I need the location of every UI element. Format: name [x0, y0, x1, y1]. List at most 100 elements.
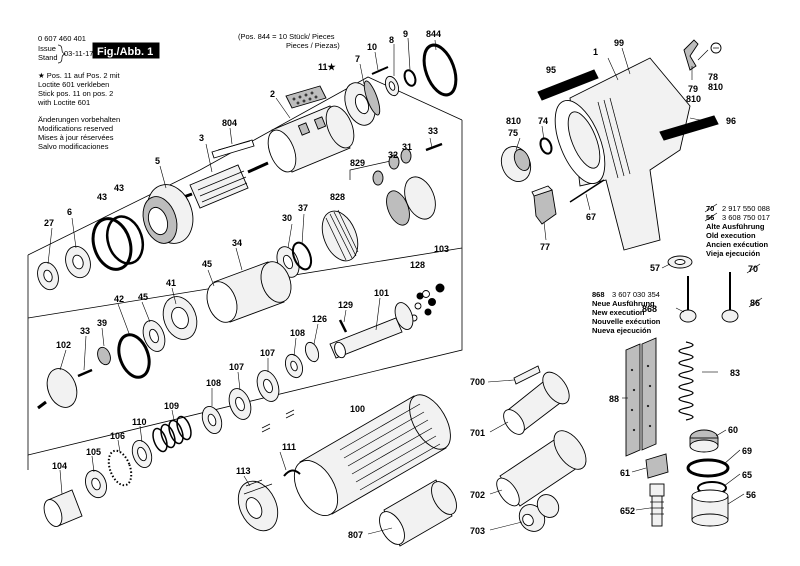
callout-95: 95	[546, 65, 556, 75]
callout-57: 57	[650, 263, 660, 273]
part-8-bearing	[384, 75, 400, 97]
callout-126: 126	[312, 314, 327, 324]
callout-868: 868	[642, 304, 657, 314]
top-band-parts	[37, 43, 458, 547]
callout-107-b: 107	[260, 348, 275, 358]
callout-810-c: 810	[686, 94, 701, 104]
part-27-washer	[37, 261, 59, 291]
callout-701: 701	[470, 428, 485, 438]
strike-70-header	[704, 203, 718, 213]
part-78-screw	[710, 42, 722, 54]
callout-652: 652	[620, 506, 635, 516]
callout-2: 2	[270, 89, 275, 99]
part-42-ring	[117, 333, 151, 379]
part-60-filter	[689, 429, 719, 453]
old-code2-val: 3 608 750 017	[722, 213, 770, 222]
part-107-clutch-a	[256, 370, 280, 402]
callout-106: 106	[110, 431, 125, 441]
callout-129: 129	[338, 300, 353, 310]
part-77-trigger	[531, 185, 557, 225]
part-57-ring	[667, 255, 693, 269]
part-number: 0 607 460 401	[38, 34, 86, 43]
part-43-ring-a	[91, 217, 133, 271]
callout-45-b: 45	[138, 292, 148, 302]
callout-60: 60	[728, 425, 738, 435]
part-34-sleeve	[206, 261, 292, 323]
part-702-chuck	[496, 430, 587, 507]
pieces-note: (Pos. 844 = 10 Stück/ Pieces Pieces / Pi…	[238, 32, 340, 50]
strike-86	[748, 297, 763, 308]
callout-74: 74	[538, 116, 548, 126]
part-700-bit	[513, 365, 541, 385]
callout-703: 703	[470, 526, 485, 536]
part-701-chuck	[503, 371, 570, 435]
callout-30: 30	[282, 213, 292, 223]
part-45-washer	[142, 320, 166, 352]
new-exec-l4: Nueva ejecución	[592, 326, 652, 335]
part-11-filter	[285, 85, 327, 109]
part-37-ring	[291, 241, 313, 271]
part-807-nozzle	[379, 479, 457, 547]
callout-829: 829	[350, 158, 365, 168]
callout-43-a: 43	[97, 192, 107, 202]
old-code1-val: 2 917 550 088	[722, 204, 770, 213]
callout-108-a: 108	[206, 378, 221, 388]
modifications-line3: Mises à jour réservées	[38, 133, 114, 142]
callout-37: 37	[298, 203, 308, 213]
callout-3: 3	[199, 133, 204, 143]
callout-5: 5	[155, 156, 160, 166]
callout-10: 10	[367, 42, 377, 52]
part-69-ring	[686, 458, 730, 478]
callout-105: 105	[86, 447, 101, 457]
callout-41: 41	[166, 278, 176, 288]
part-102-spindle	[37, 368, 78, 410]
loctite-note-line3: Stick pos. 11 on pos. 2	[38, 89, 113, 98]
part-79-lever	[683, 39, 699, 71]
brace-mark	[57, 44, 67, 64]
part-39-gear	[97, 346, 111, 366]
part-113-nut	[237, 479, 279, 532]
callout-1: 1	[593, 47, 598, 57]
loctite-note-line1: ★ Pos. 11 auf Pos. 2 mit	[38, 71, 121, 80]
issue-date: 03-11-17	[64, 49, 93, 58]
part-3-rotor	[177, 161, 269, 209]
part-6-bearing	[65, 245, 91, 279]
part-844-oring	[422, 43, 458, 97]
part-5-gear-housing	[142, 184, 194, 244]
part-70-valve-old	[721, 272, 739, 323]
part-100-housing	[293, 394, 451, 516]
callout-99: 99	[614, 38, 624, 48]
callout-700: 700	[470, 377, 485, 387]
part-126-sleeve	[304, 341, 320, 363]
part-75-valve	[500, 146, 532, 182]
part-56-inlet	[691, 489, 729, 527]
part-703-nut	[518, 494, 560, 532]
new-code-val: 3 607 030 354	[612, 290, 660, 299]
old-exec-l1: Alte Ausführung	[706, 222, 765, 231]
part-107-springs	[261, 409, 295, 433]
callout-83: 83	[730, 368, 740, 378]
modifications-line4: Salvo modificaciones	[38, 142, 109, 151]
callout-32: 32	[388, 150, 398, 160]
callout-104: 104	[52, 461, 67, 471]
callout-31: 31	[402, 142, 412, 152]
callout-67: 67	[586, 212, 596, 222]
part-9-ring	[403, 69, 417, 87]
callout-79: 79	[688, 84, 698, 94]
part-96-label	[659, 115, 719, 141]
callout-7: 7	[355, 54, 360, 64]
callout-810-b: 810	[708, 82, 723, 92]
part-868-valve-new	[679, 276, 697, 323]
part-828-needle-cage	[321, 209, 359, 262]
part-7-end-plate	[344, 80, 381, 126]
callout-42: 42	[114, 294, 124, 304]
new-exec-l1: Neue Ausführung	[592, 299, 655, 308]
loctite-note-line4: with Loctite 601	[37, 98, 90, 107]
callout-109: 109	[164, 401, 179, 411]
part-109-spring	[152, 415, 192, 453]
part-108-washer-a	[284, 353, 304, 379]
callout-804: 804	[222, 118, 237, 128]
callout-101: 101	[374, 288, 389, 298]
callout-6: 6	[67, 207, 72, 217]
